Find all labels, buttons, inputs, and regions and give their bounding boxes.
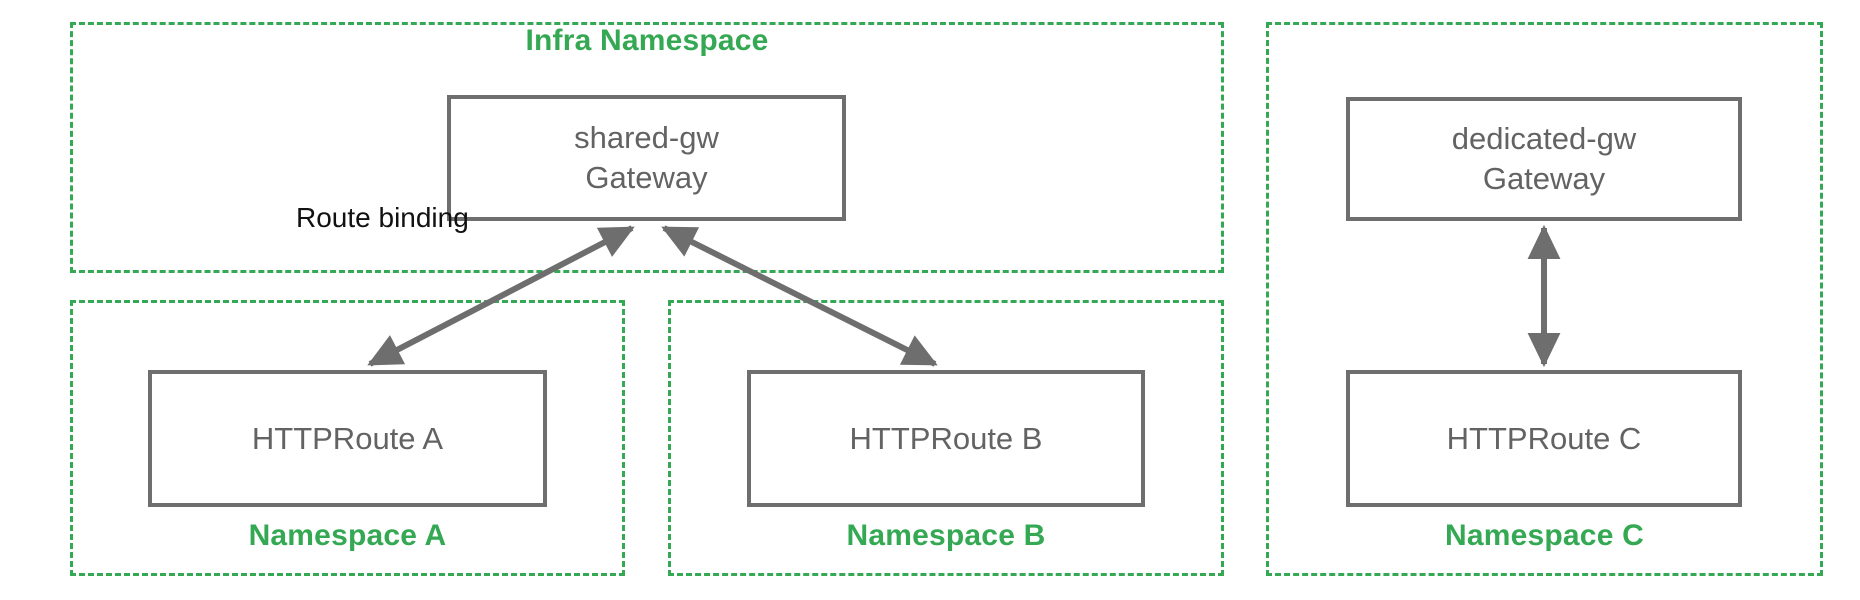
namespace-b [668, 300, 1224, 576]
namespace-c-label: Namespace C [1445, 519, 1644, 552]
node-httproute-b[interactable]: HTTPRoute B [747, 370, 1145, 507]
namespace-b-label: Namespace B [846, 519, 1046, 552]
namespace-infra-label: Infra Namespace [525, 24, 769, 57]
node-httproute-a[interactable]: HTTPRoute A [148, 370, 547, 507]
node-shared-gw-gateway[interactable]: shared-gw Gateway [447, 95, 846, 221]
namespace-a-label: Namespace A [248, 519, 447, 552]
namespace-infra [70, 22, 1224, 273]
node-httproute-c[interactable]: HTTPRoute C [1346, 370, 1742, 507]
namespace-a [70, 300, 625, 576]
node-dedicated-gw-gateway[interactable]: dedicated-gw Gateway [1346, 97, 1742, 221]
edge-label-route-binding: Route binding [296, 202, 469, 233]
namespace-c [1266, 22, 1823, 576]
